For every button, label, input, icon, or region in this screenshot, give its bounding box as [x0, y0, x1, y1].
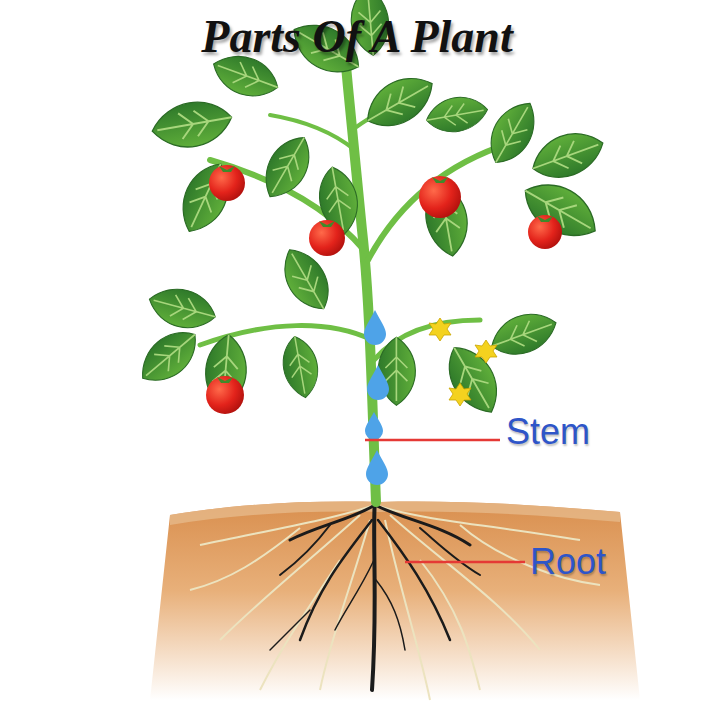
leaves: [131, 0, 610, 422]
part-label: Stem: [506, 411, 590, 453]
water-drops: [364, 310, 389, 485]
fine-roots: [190, 505, 600, 700]
leader-line: [405, 561, 525, 564]
stem: [200, 55, 520, 502]
leader-line: [365, 439, 500, 442]
soil: [150, 502, 640, 700]
tomatoes: [206, 165, 562, 414]
diagram-title: Parts Of A Plant: [201, 10, 512, 63]
main-roots: [270, 498, 480, 690]
part-label: Root: [530, 541, 606, 583]
flowers: [429, 318, 497, 406]
